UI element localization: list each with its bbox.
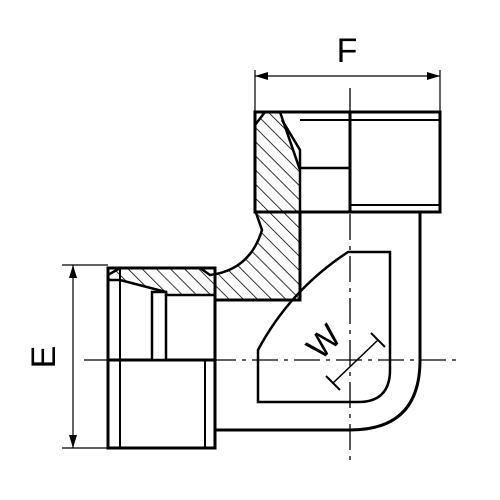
dim-e-arrow (69, 265, 77, 278)
hatched-section (106, 110, 302, 302)
inner-bore-contour (256, 250, 392, 404)
top-port-seat (280, 119, 350, 170)
dim-w-tick (370, 332, 386, 348)
dim-f-arrow (427, 72, 440, 80)
dim-f-label: F (337, 32, 358, 70)
left-port-seat (150, 290, 168, 362)
dim-w-tick (325, 375, 341, 391)
dim-e-label: E (25, 346, 63, 369)
dim-w-line (332, 339, 379, 384)
dim-f-arrow (255, 72, 268, 80)
dim-e-arrow (69, 435, 77, 448)
elbow-body-outline (213, 210, 422, 432)
